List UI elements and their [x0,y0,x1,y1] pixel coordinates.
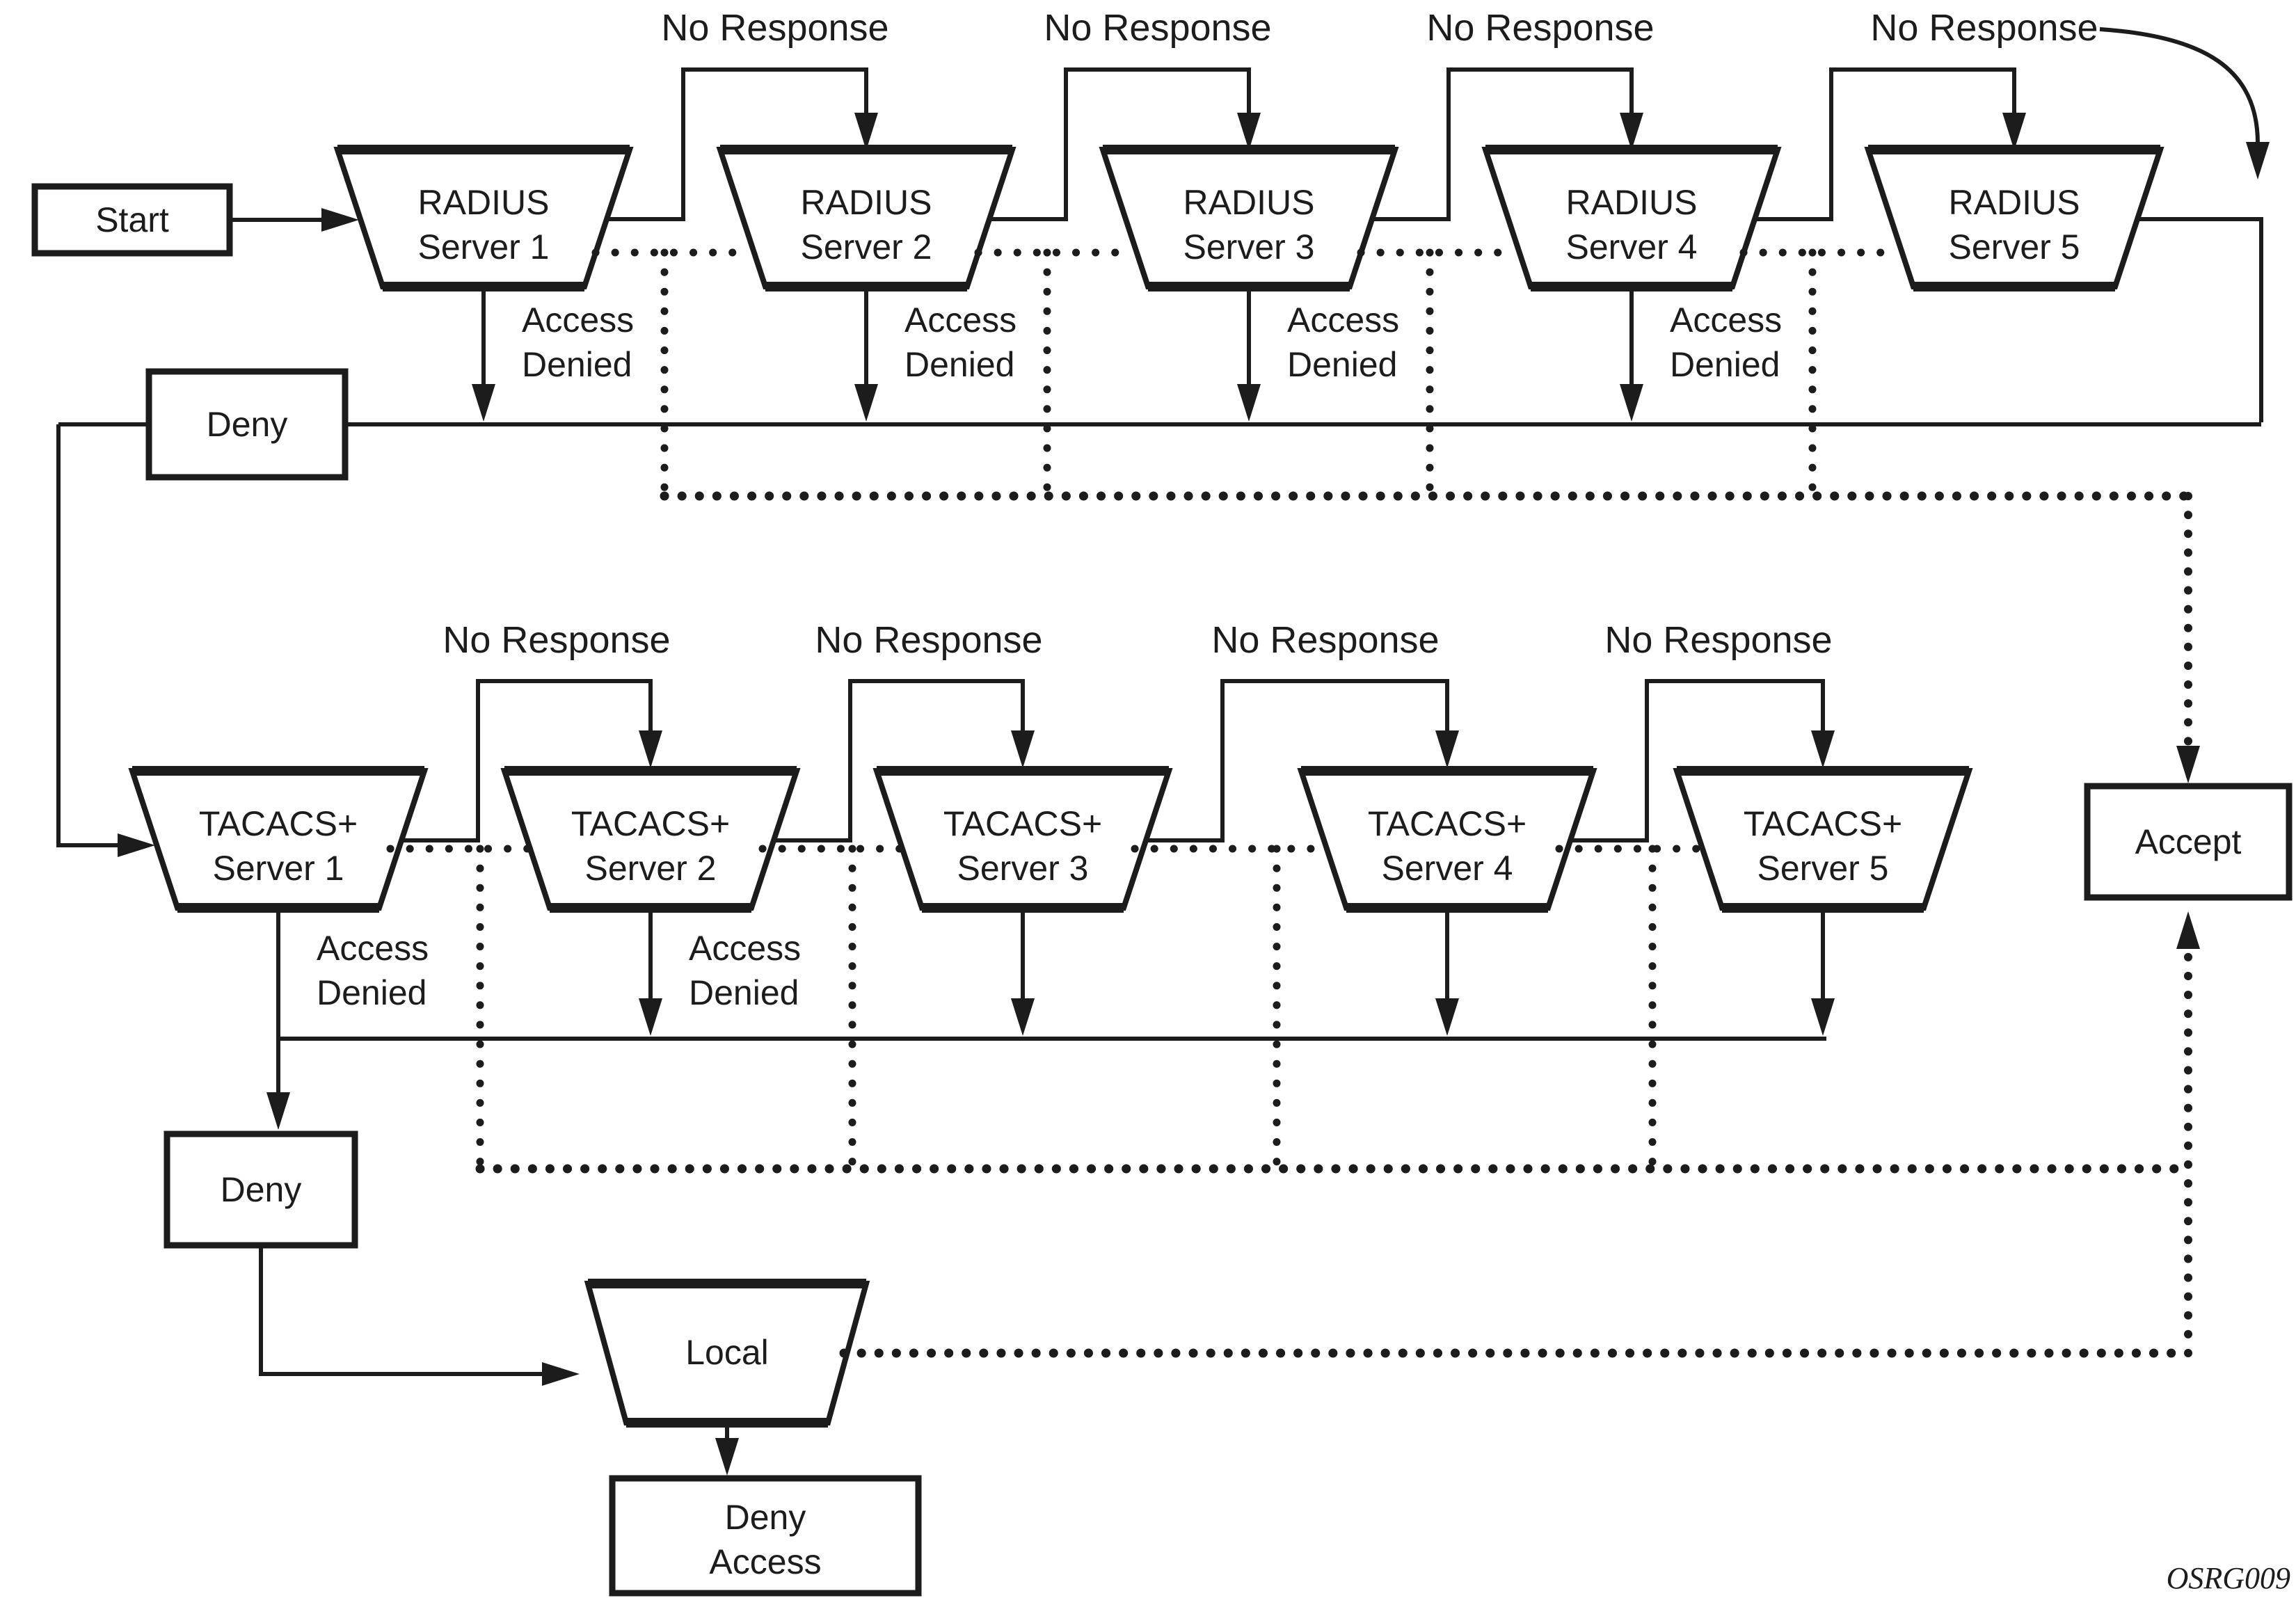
tacacs-1-to-2-no-response-connector [401,679,662,842]
tacacs-server-3-label-line1: TACACS+ [943,804,1102,843]
no-response-label-radius-2: No Response [1044,7,1271,49]
deny-tacacs-label: Deny [221,1170,302,1209]
tacacs-4-to-5-no-response-connector [1570,679,1835,842]
radius-2-to-3-no-response-connector [989,67,1261,221]
radius-1-to-2-no-response-connector [607,67,878,221]
tacacs-1-access-denied-label-line2: Denied [317,973,426,1012]
tacacs-server-5-label-line2: Server 5 [1757,849,1889,888]
start-box [31,183,233,257]
radius-server-1-label-line2: Server 1 [418,227,550,266]
accept-label: Accept [2135,822,2242,861]
tacacs-server-4-label-line2: Server 4 [1382,849,1513,888]
radius-server-2-label-line1: RADIUS [801,183,932,222]
no-response-curve-arrow [2099,27,2270,179]
radius-4-access-denied-label-line1: Access [1670,301,1782,339]
tacacs-server-4-label-line1: TACACS+ [1368,804,1526,843]
deny-access-label-line1: Deny [725,1498,806,1537]
radius-server-2-label-line2: Server 2 [801,227,932,266]
tacacs-2-to-3-no-response-connector [774,679,1035,842]
no-response-label-radius-1: No Response [661,7,888,49]
radius-server-5-label-line2: Server 5 [1949,227,2080,266]
deny-access-box [609,1475,922,1597]
tacacs-server-2-label-line2: Server 2 [585,849,717,888]
radius-4-to-5-no-response-connector [1755,67,2026,221]
local-label: Local [685,1333,769,1372]
radius-2-access-denied-label-line2: Denied [904,345,1014,384]
deny-radius-box [145,368,349,481]
radius-server-1-label-line1: RADIUS [418,183,550,222]
radius-1-access-denied-label-line2: Denied [522,345,632,384]
no-response-label-tacacs-3: No Response [1211,619,1439,661]
deny-to-local-connector [259,1245,580,1386]
no-response-label-radius-4: No Response [1870,7,2098,49]
figure-id-watermark: OSRG009 [2167,1561,2290,1595]
radius-1-access-denied-label-line1: Access [522,301,634,339]
tacacs-server-3-label-line2: Server 3 [957,849,1089,888]
tacacs-3-to-4-no-response-connector [1146,679,1459,842]
radius-server-3-label-line2: Server 3 [1183,227,1315,266]
radius-3-to-4-no-response-connector [1372,67,1643,221]
radius-2-access-denied-label-line1: Access [904,301,1017,339]
accept-box [2084,783,2293,901]
tacacs-2-access-denied-label-line1: Access [689,929,801,968]
radius-server-5-label-line1: RADIUS [1949,183,2080,222]
tacacs-server-1-label-line1: TACACS+ [199,804,358,843]
radius-4-access-denied-label-line2: Denied [1670,345,1780,384]
tacacs-server-2-label-line1: TACACS+ [571,804,730,843]
deny-to-tacacs1-connector [56,424,155,857]
tacacs-2-access-denied-label-line2: Denied [689,973,799,1012]
radius-server-3-label-line1: RADIUS [1183,183,1315,222]
radius-server-4-label-line1: RADIUS [1566,183,1698,222]
radius-3-access-denied-label-line1: Access [1287,301,1399,339]
no-response-label-tacacs-1: No Response [443,619,670,661]
radius-5-exit-connector [2137,217,2263,422]
tacacs-server-5-label-line1: TACACS+ [1744,804,1902,843]
radius-server-4-label-line2: Server 4 [1566,227,1698,266]
tacacs-server-1-label-line2: Server 1 [213,849,344,888]
no-response-label-tacacs-4: No Response [1604,619,1832,661]
no-response-label-tacacs-2: No Response [815,619,1042,661]
deny-radius-label: Deny [207,405,288,444]
start-label: Start [95,200,169,239]
no-response-label-radius-3: No Response [1426,7,1654,49]
radius-3-access-denied-label-line2: Denied [1287,345,1397,384]
deny-access-label-line2: Access [709,1542,821,1581]
tacacs-1-access-denied-label-line1: Access [317,929,429,968]
